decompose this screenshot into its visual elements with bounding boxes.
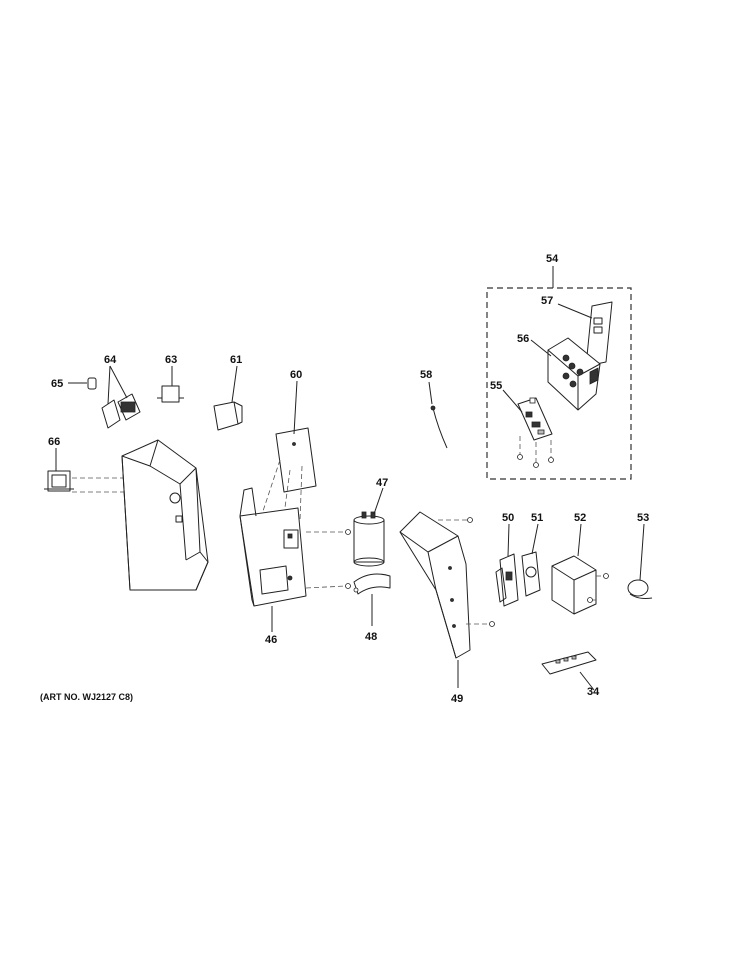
part-56-control-housing[interactable] [530, 337, 601, 411]
callout-60: 60 [290, 369, 302, 381]
part-66-transformer[interactable] [44, 448, 148, 493]
part-55-control-board[interactable] [502, 389, 554, 468]
part-53-wire-harness[interactable] [627, 523, 653, 599]
callout-56: 56 [517, 333, 529, 345]
part-50-switch-mount[interactable] [495, 523, 519, 607]
callout-58: 58 [420, 369, 432, 381]
part-47-run-capacitor[interactable] [353, 487, 385, 567]
part-52-control-cover[interactable] [551, 523, 609, 615]
callout-63: 63 [165, 354, 177, 366]
callout-34: 34 [587, 686, 600, 698]
part-63-relay-module[interactable] [157, 366, 184, 403]
callout-65: 65 [51, 378, 63, 390]
control-box-cover [121, 439, 209, 591]
callout-48: 48 [365, 631, 377, 643]
callout-54: 54 [546, 253, 559, 265]
part-57-control-overlay[interactable] [557, 301, 613, 367]
callout-55: 55 [490, 380, 502, 392]
callout-47: 47 [376, 477, 388, 489]
callout-50: 50 [502, 512, 514, 524]
part-51-selector-switch[interactable] [521, 523, 541, 597]
part-48-capacitor-strap[interactable] [353, 573, 391, 626]
art-number: (ART NO. WJ2127 C8) [40, 692, 133, 702]
part-60-control-panel-plate[interactable] [261, 380, 317, 531]
part-46-control-box[interactable] [239, 487, 351, 632]
part-64-relay[interactable] [101, 365, 141, 429]
callout-66: 66 [48, 436, 60, 448]
callout-57: 57 [541, 295, 553, 307]
callout-52: 52 [574, 512, 586, 524]
callout-64: 64 [104, 354, 117, 366]
callout-61: 61 [230, 354, 242, 366]
callout-46: 46 [265, 634, 277, 646]
part-34-remote-control[interactable] [541, 651, 597, 691]
part-65-fuse[interactable] [68, 377, 97, 390]
part-49-control-panel-front[interactable] [399, 511, 495, 688]
callout-53: 53 [637, 512, 649, 524]
callout-51: 51 [531, 512, 543, 524]
part-61-capacitor-bracket[interactable] [213, 365, 243, 431]
part-58-thermistor[interactable] [428, 381, 448, 449]
control-assembly-group-box [486, 266, 632, 480]
callout-49: 49 [451, 693, 463, 705]
